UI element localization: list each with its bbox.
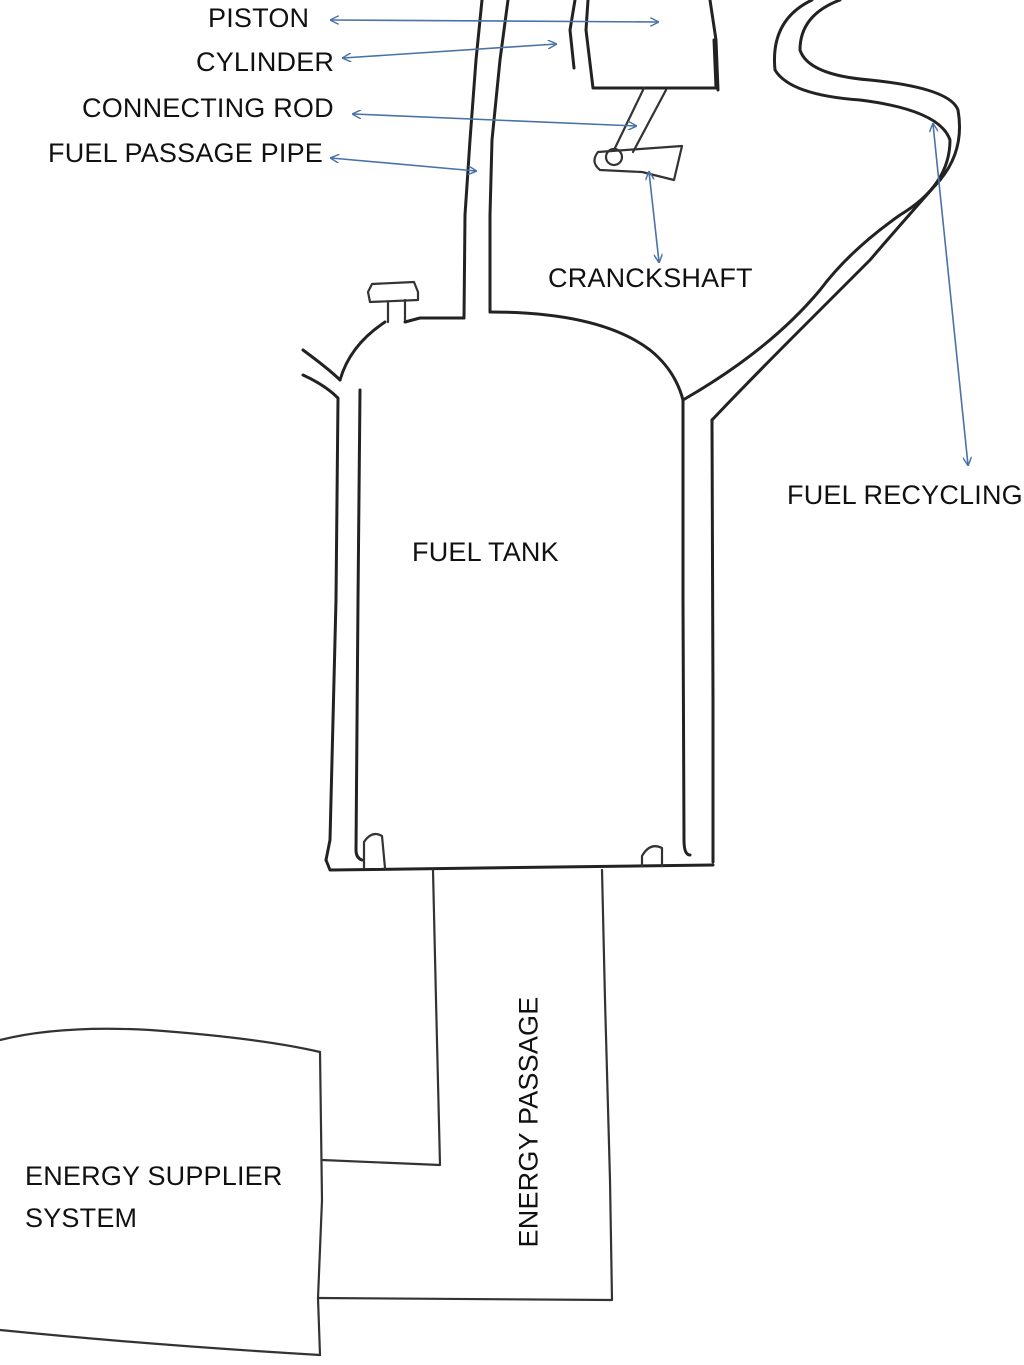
fuel-passage-pipe-arrow <box>331 158 476 171</box>
cylinder-arrow <box>343 44 556 58</box>
fuel-recycling-pipe-drawing <box>681 0 962 864</box>
crankshaft-label: CRANCKSHAFT <box>548 263 753 293</box>
energy-supplier-system-drawing <box>0 1027 324 1357</box>
crankshaft-arrow <box>649 172 659 262</box>
label-arrows <box>331 20 968 465</box>
fuel-tank-drawing <box>301 280 715 872</box>
fuel-recycling-arrow <box>933 124 968 465</box>
energy-passage-label: ENERGY PASSAGE <box>513 996 544 1248</box>
energy-passage-drawing <box>316 868 614 1302</box>
energy-supplier-label-line2: SYSTEM <box>25 1203 138 1233</box>
crankshaft-drawing <box>593 144 684 182</box>
cylinder-label: CYLINDER <box>196 47 335 77</box>
fuel-tank-label: FUEL TANK <box>412 537 559 567</box>
energy-supplier-label-line1: ENERGY SUPPLIER <box>25 1161 283 1191</box>
piston-drawing <box>584 0 718 90</box>
connecting-rod-label: CONNECTING ROD <box>82 93 334 123</box>
cylinder-drawing <box>568 0 720 92</box>
piston-label: PISTON <box>208 3 310 33</box>
piston-arrow <box>331 20 658 22</box>
fuel-recycling-label: FUEL RECYCLING <box>787 480 1023 510</box>
fuel-passage-pipe-label: FUEL PASSAGE PIPE <box>48 138 323 168</box>
connecting-rod-drawing <box>613 86 668 154</box>
connecting-rod-arrow <box>353 114 636 126</box>
